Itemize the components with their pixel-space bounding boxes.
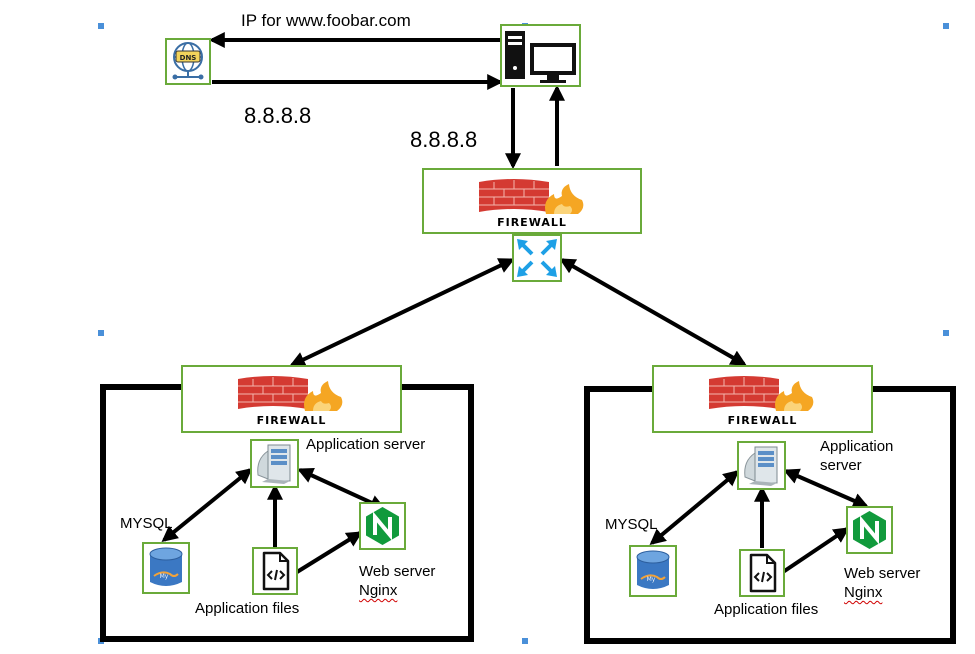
arrow-left-files-to-nginx bbox=[295, 531, 363, 574]
arrow-left-app-to-nginx bbox=[297, 468, 386, 510]
server-icon bbox=[744, 446, 778, 486]
dns-server-node[interactable]: DNS bbox=[165, 38, 211, 85]
right-nginx-text: Nginx bbox=[844, 584, 883, 601]
mysql-database-icon: My bbox=[636, 550, 670, 589]
client-computer-node[interactable] bbox=[500, 24, 581, 87]
desktop-computer-icon bbox=[505, 31, 576, 83]
left-app-files-label: Application files bbox=[195, 600, 300, 617]
right-nginx-label: Nginx bbox=[844, 583, 882, 602]
firewall-left-label: FIREWALL bbox=[256, 414, 327, 427]
selection-handle[interactable] bbox=[943, 330, 949, 336]
arrow-right-files-to-nginx bbox=[781, 527, 850, 574]
firewall-brick-wall-icon bbox=[479, 179, 584, 214]
firewall-right-label: FIREWALL bbox=[727, 414, 798, 427]
right-nginx-node[interactable] bbox=[846, 506, 893, 554]
right-mysql-label: MYSQL bbox=[605, 516, 658, 533]
left-nginx-label: Nginx bbox=[359, 581, 397, 600]
left-app-files-node[interactable] bbox=[252, 547, 298, 595]
right-app-files-label: Application files bbox=[714, 601, 819, 618]
selection-handle[interactable] bbox=[98, 23, 104, 29]
left-mysql-label: MYSQL bbox=[120, 515, 173, 532]
dns-icon-text: DNS bbox=[180, 54, 197, 62]
nginx-icon bbox=[853, 511, 886, 549]
right-app-server-label-line2: server bbox=[820, 457, 862, 474]
left-web-server-label: Web server bbox=[359, 563, 436, 580]
left-nginx-node[interactable] bbox=[359, 502, 406, 550]
firewall-brick-wall-icon bbox=[709, 376, 814, 411]
firewall-right-node[interactable]: FIREWALL bbox=[652, 365, 873, 433]
arrow-lb-to-left-cluster bbox=[289, 258, 515, 367]
firewall-main-label: FIREWALL bbox=[497, 216, 567, 229]
dns-ip-label: 8.8.8.8 bbox=[244, 103, 312, 128]
load-balancer-arrows-icon bbox=[517, 239, 557, 277]
selection-handle[interactable] bbox=[98, 330, 104, 336]
load-balancer-node[interactable] bbox=[512, 234, 562, 282]
right-app-server-label-line1: Application bbox=[820, 438, 894, 455]
firewall-main-node[interactable]: FIREWALL bbox=[422, 168, 642, 234]
left-app-server-label: Application server bbox=[306, 436, 426, 453]
server-icon bbox=[257, 444, 291, 484]
firewall-left-node[interactable]: FIREWALL bbox=[181, 365, 402, 433]
left-app-server-node[interactable] bbox=[250, 439, 299, 488]
arrow-right-app-to-nginx bbox=[783, 468, 869, 509]
dns-globe-icon: DNS bbox=[172, 42, 204, 80]
code-file-icon bbox=[262, 551, 290, 591]
mysql-database-icon: My bbox=[149, 547, 183, 586]
right-mysql-node[interactable]: My bbox=[629, 545, 677, 597]
selection-handle[interactable] bbox=[522, 638, 528, 644]
right-web-server-label: Web server bbox=[844, 565, 921, 582]
arrow-right-app-to-mysql bbox=[649, 469, 740, 546]
firewall-brick-wall-icon bbox=[238, 376, 343, 411]
arrow-left-app-to-mysql bbox=[161, 467, 253, 543]
left-mysql-node[interactable]: My bbox=[142, 542, 190, 594]
nginx-icon bbox=[366, 507, 399, 545]
dns-response-text: IP for www.foobar.com bbox=[241, 11, 411, 30]
svg-text:My: My bbox=[647, 576, 656, 583]
arrow-lb-to-right-cluster bbox=[559, 258, 747, 366]
client-ip-label: 8.8.8.8 bbox=[410, 127, 478, 152]
dns-response-label: IP for www.foobar.com bbox=[241, 11, 411, 31]
left-nginx-text: Nginx bbox=[359, 582, 398, 599]
selection-handle[interactable] bbox=[943, 23, 949, 29]
svg-text:My: My bbox=[160, 573, 169, 580]
right-app-files-node[interactable] bbox=[739, 549, 785, 597]
right-app-server-node[interactable] bbox=[737, 441, 786, 490]
code-file-icon bbox=[749, 553, 777, 593]
